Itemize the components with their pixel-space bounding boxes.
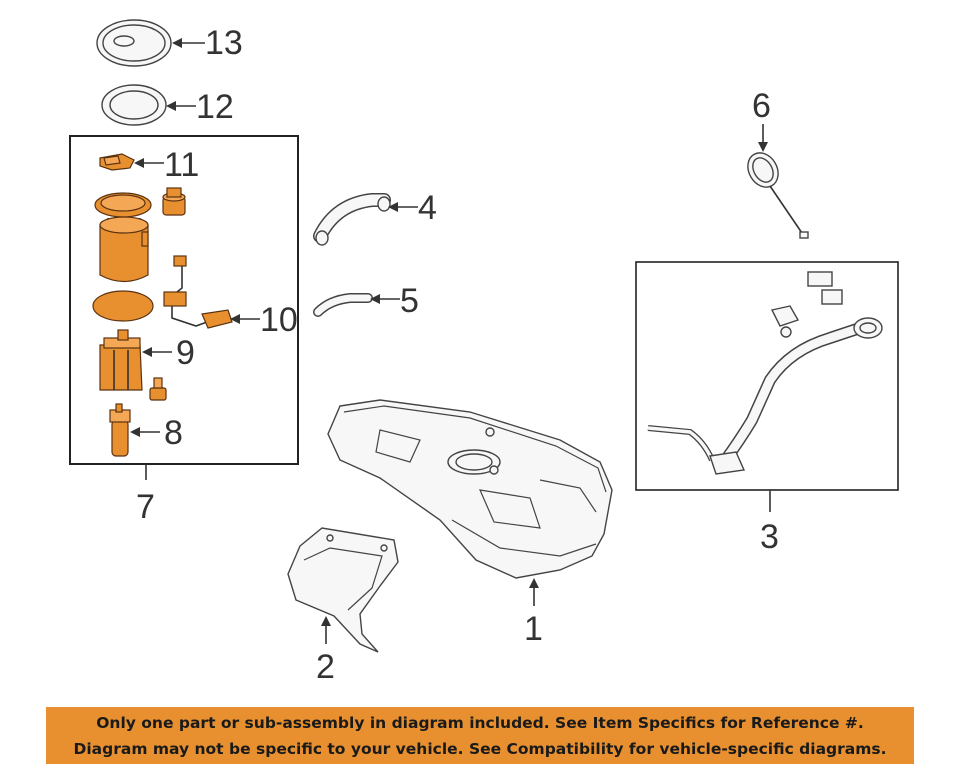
part-1-fuel-tank [327,399,613,579]
callout-6-arrow [758,124,768,152]
disclaimer-line-2: Diagram may not be specific to your vehi… [73,740,887,758]
callout-13-arrow [172,38,205,48]
callout-7: 7 [136,488,155,526]
small-cap-part [162,187,186,216]
callout-4-arrow [388,202,418,212]
callout-4: 4 [418,189,437,227]
callout-9-arrow [142,347,172,357]
callout-12: 12 [196,88,234,126]
pressure-regulator [149,377,167,401]
disclaimer-banner: Only one part or sub-assembly in diagram… [46,707,914,764]
o-ring-gasket [92,290,154,322]
part-6-fuel-cap [747,152,809,239]
callout-11: 11 [164,146,199,184]
callout-8: 8 [164,414,183,452]
callout-9: 9 [176,334,195,372]
callout-2-arrow [321,616,331,644]
callout-5-arrow [370,294,400,304]
part-8-fuel-pump [109,403,131,457]
part-5-hose [313,293,373,317]
assembly-7-box [69,135,299,465]
part-12-gasket [101,84,167,126]
part-9-reservoir [99,329,143,391]
part-13-cover [96,19,172,67]
part-11-connector [99,153,135,171]
part-4-hose [313,193,391,246]
part-10-level-sender [163,255,233,329]
callout-13: 13 [205,24,243,62]
disclaimer-line-1: Only one part or sub-assembly in diagram… [96,714,864,732]
callout-12-arrow [166,101,196,111]
callout-1: 1 [524,610,543,648]
callout-5: 5 [400,282,419,320]
assembly-3-box [635,261,899,491]
callout-8-arrow [130,427,160,437]
callout-1-arrow [529,578,539,606]
part-3-filler-neck [647,271,883,475]
callout-2: 2 [316,648,335,686]
callout-10-arrow [230,314,260,324]
callout-3: 3 [760,518,779,556]
callout-6: 6 [752,87,771,125]
fuel-pump-module [94,192,152,283]
part-2-heat-shield [287,527,399,653]
callout-10: 10 [260,301,298,339]
callout-11-arrow [134,158,164,168]
